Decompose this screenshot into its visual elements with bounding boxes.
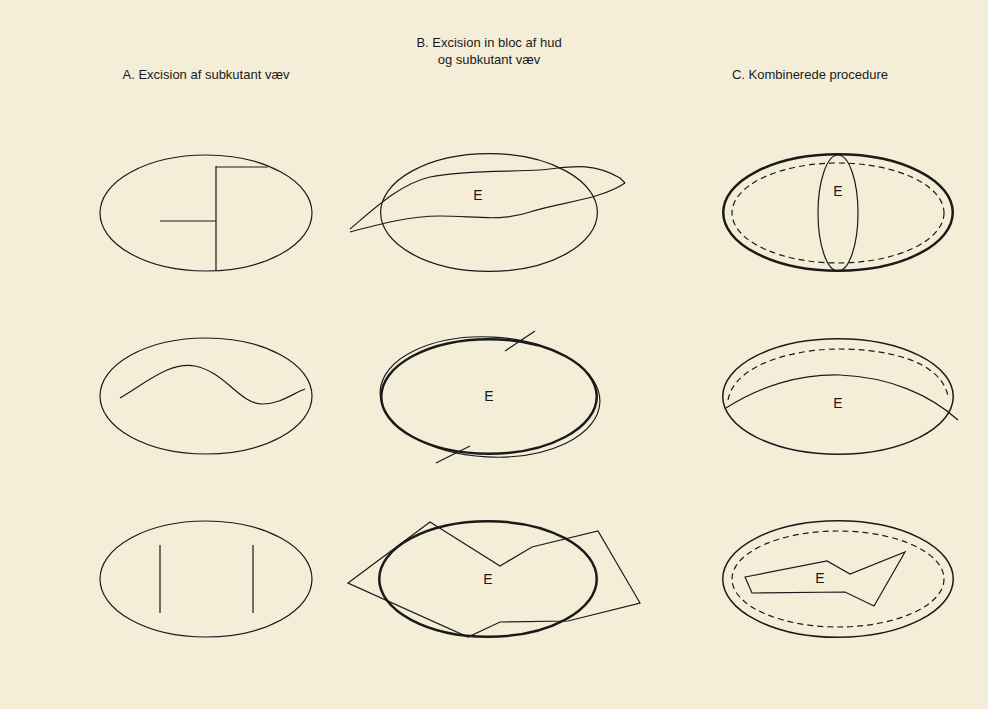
column-heading: B. Excision in bloc af hud og subkutant … [411, 34, 567, 68]
column-heading: C. Kombinerede procedure [732, 66, 888, 83]
ellipse-outline [381, 154, 598, 272]
excision-ellipse: E [722, 338, 954, 455]
excision-ellipse [100, 521, 312, 637]
excision-label: E [473, 187, 482, 203]
subcutaneous-outline [732, 163, 944, 263]
excision-ellipse: E [380, 153, 598, 272]
incision-line [160, 166, 268, 270]
ellipse-outline [381, 339, 597, 454]
column-heading: A. Excision af subkutant væv [123, 66, 290, 83]
excision-label: E [484, 388, 493, 404]
incision-line [350, 183, 625, 232]
ellipse-outline [722, 153, 954, 272]
excision-label: E [815, 570, 824, 586]
skin-ellipse [377, 331, 603, 462]
incision-line [436, 331, 535, 463]
ellipse-outline [722, 520, 954, 638]
skin-ellipse [818, 155, 858, 271]
excision-label: E [833, 395, 842, 411]
excision-ellipse [100, 155, 312, 271]
incision-line [726, 375, 958, 420]
ellipse-outline [723, 154, 953, 271]
excision-ellipse: E [722, 520, 954, 638]
excision-ellipse: E [722, 153, 954, 272]
incision-line [350, 167, 625, 230]
ellipse-outline [380, 153, 598, 272]
incision-line [120, 365, 305, 404]
ellipse-outline [379, 521, 597, 637]
ellipse-outline [723, 521, 954, 638]
ellipse-outline [723, 339, 954, 455]
subcutaneous-outline [732, 531, 944, 627]
excision-ellipse [100, 338, 312, 454]
incision-line [160, 545, 253, 613]
skin-polygon [348, 522, 640, 637]
excision-label: E [833, 183, 842, 199]
excision-label: E [483, 571, 492, 587]
excision-ellipse: E [380, 338, 598, 455]
skin-polygon [745, 552, 905, 606]
excision-ellipse: E [378, 520, 598, 638]
